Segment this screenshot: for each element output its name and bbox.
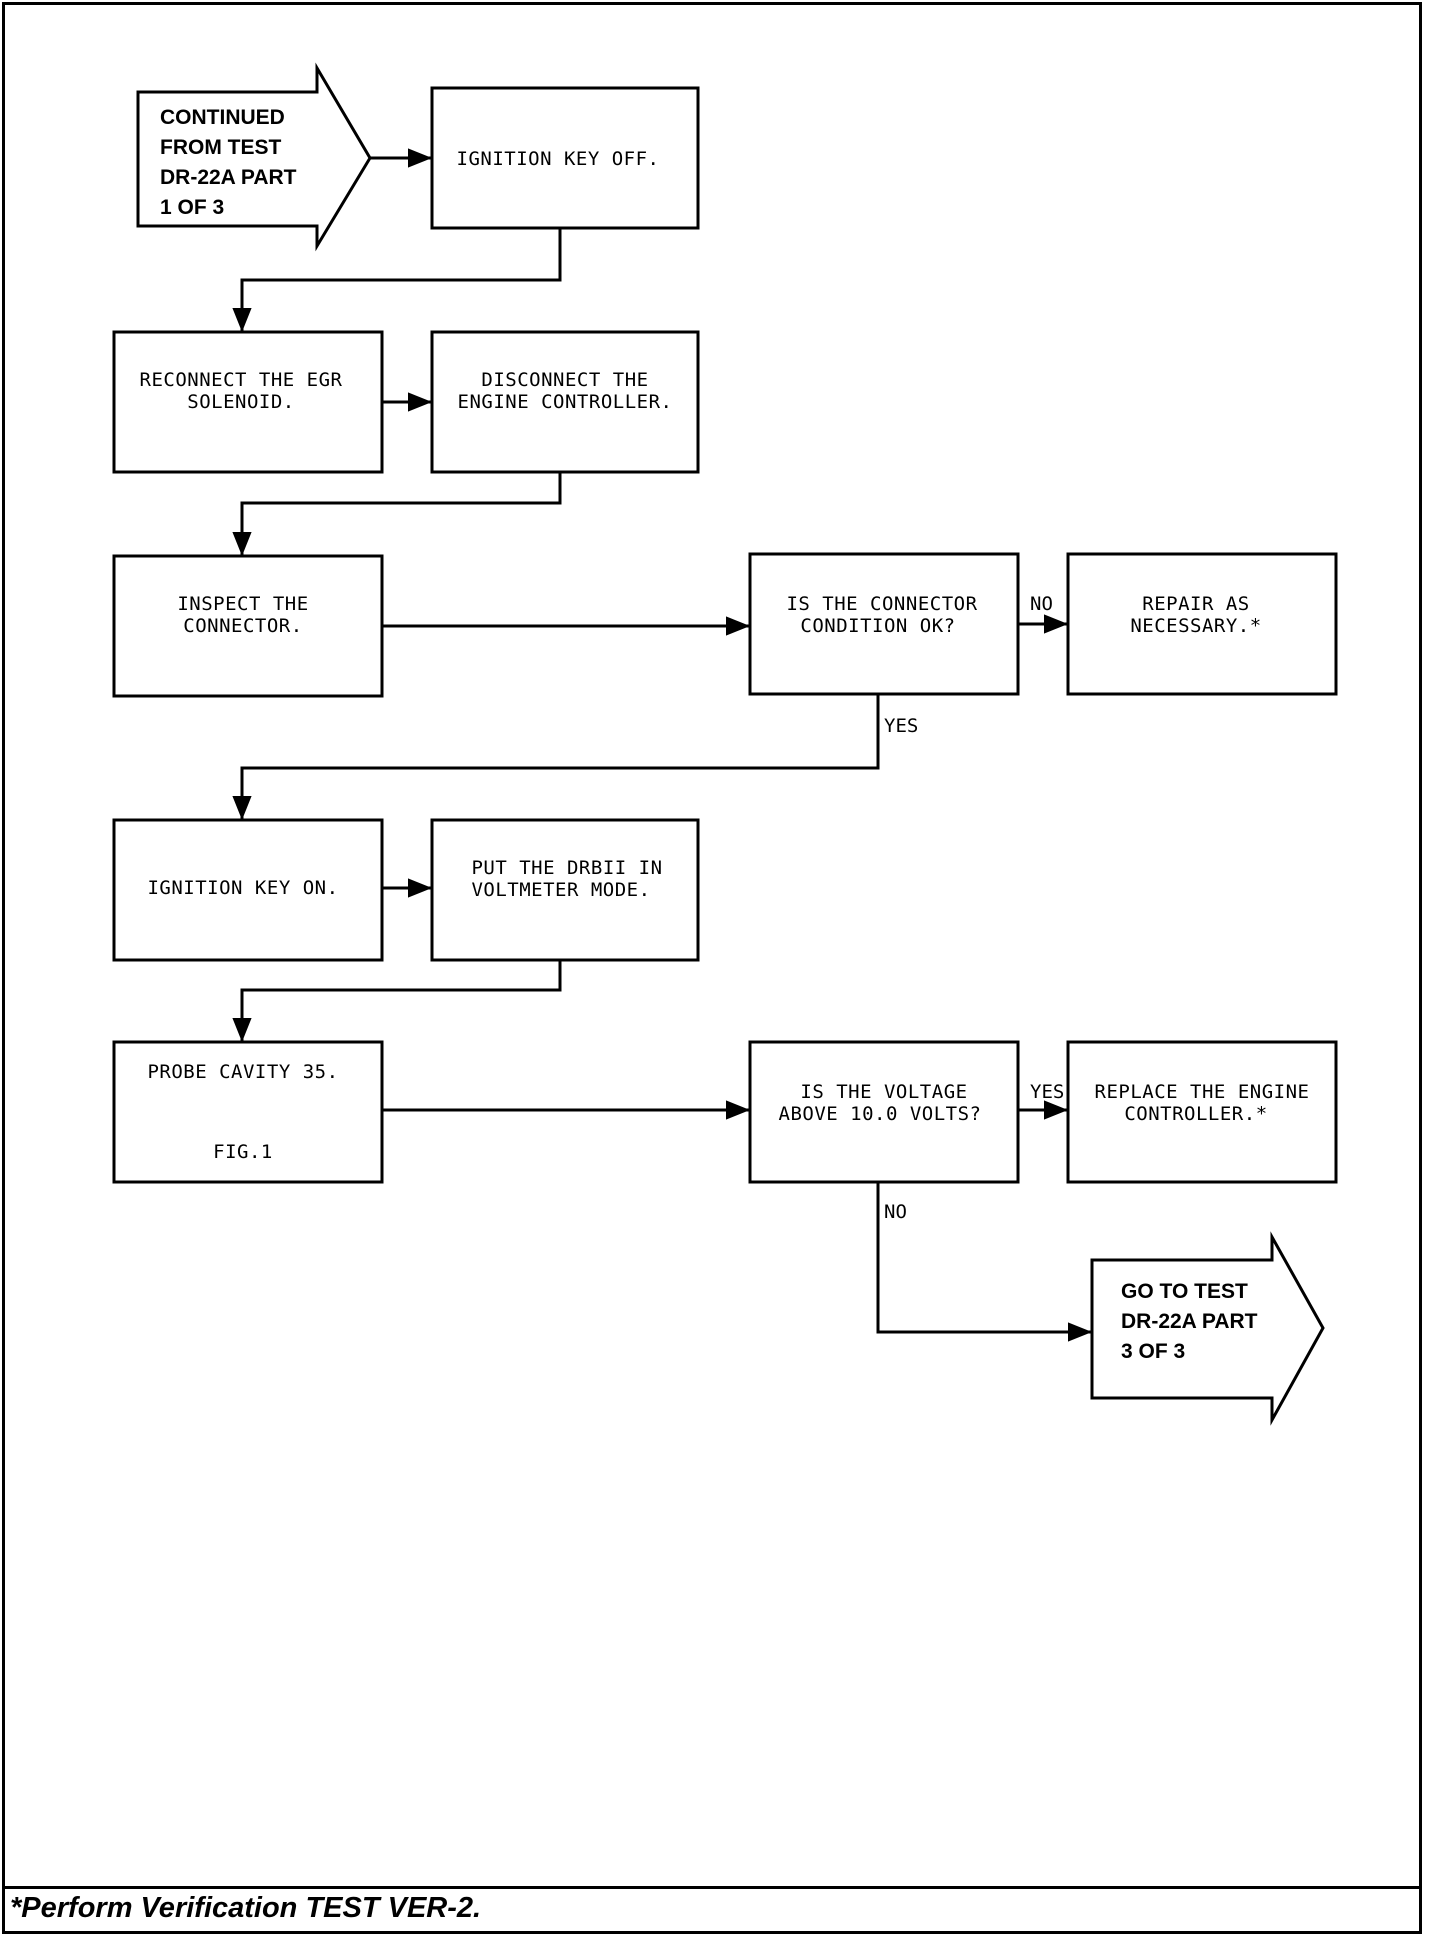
box-probe-cavity <box>112 1040 384 1184</box>
start-arrow-line-1: CONTINUED <box>160 106 285 129</box>
probe-cavity-text: PROBE CAVITY 35. <box>147 1061 338 1083</box>
connector-ignition-off-to-reconnect <box>232 228 562 332</box>
connector-drbii-to-probe <box>232 960 562 1042</box>
connector-voltage-no-to-end <box>876 1182 1092 1342</box>
repair-line-2: NECESSARY.* <box>1130 615 1261 637</box>
box-voltage-check <box>748 1040 1020 1184</box>
connector-disconnect-to-inspect <box>232 472 562 556</box>
footer-divider <box>2 1886 1422 1889</box>
end-arrow-line-3: 3 OF 3 <box>1121 1340 1185 1363</box>
end-arrow-line-2: DR-22A PART <box>1121 1310 1258 1333</box>
disconnect-controller-line-1: DISCONNECT THE <box>481 369 648 391</box>
start-arrow-line-3: DR-22A PART <box>160 166 297 189</box>
edge-label-connector-no: NO <box>1030 593 1053 615</box>
reconnect-egr-line-2: SOLENOID. <box>187 391 294 413</box>
edge-label-connector-yes: YES <box>884 715 918 737</box>
drbii-mode-line-1: PUT THE DRBII IN <box>471 857 662 879</box>
box-drbii-mode <box>430 818 700 962</box>
box-ignition-on <box>112 818 384 962</box>
repair-line-1: REPAIR AS <box>1142 593 1249 615</box>
footer-note: *Perform Verification TEST VER-2. <box>10 1892 482 1924</box>
start-arrow-shape <box>136 62 372 252</box>
disconnect-controller-line-2: ENGINE CONTROLLER. <box>458 391 673 413</box>
edge-label-voltage-yes: YES <box>1030 1081 1064 1103</box>
connector-ok-line-1: IS THE CONNECTOR <box>786 593 977 615</box>
inspect-connector-line-1: INSPECT THE <box>177 593 308 615</box>
edge-label-voltage-no: NO <box>884 1201 907 1223</box>
fig-label: FIG.1 <box>213 1141 273 1163</box>
connector-ok-line-2: CONDITION OK? <box>800 615 955 637</box>
replace-controller-line-1: REPLACE THE ENGINE <box>1095 1081 1310 1103</box>
end-arrow-shape <box>1090 1231 1325 1426</box>
voltage-check-line-1: IS THE VOLTAGE <box>800 1081 967 1103</box>
end-arrow-line-1: GO TO TEST <box>1121 1280 1248 1303</box>
replace-controller-line-2: CONTROLLER.* <box>1124 1103 1267 1125</box>
ignition-off-text: IGNITION KEY OFF. <box>457 148 660 170</box>
drbii-mode-line-2: VOLTMETER MODE. <box>471 879 650 901</box>
start-arrow-line-2: FROM TEST <box>160 136 281 159</box>
box-replace-controller <box>1066 1040 1338 1184</box>
ignition-on-text: IGNITION KEY ON. <box>147 877 338 899</box>
voltage-check-line-2: ABOVE 10.0 VOLTS? <box>779 1103 982 1125</box>
connector-check-yes-to-ignition-on <box>232 694 880 820</box>
reconnect-egr-line-1: RECONNECT THE EGR <box>140 369 343 391</box>
start-arrow-line-4: 1 OF 3 <box>160 196 224 219</box>
inspect-connector-line-2: CONNECTOR. <box>183 615 302 637</box>
